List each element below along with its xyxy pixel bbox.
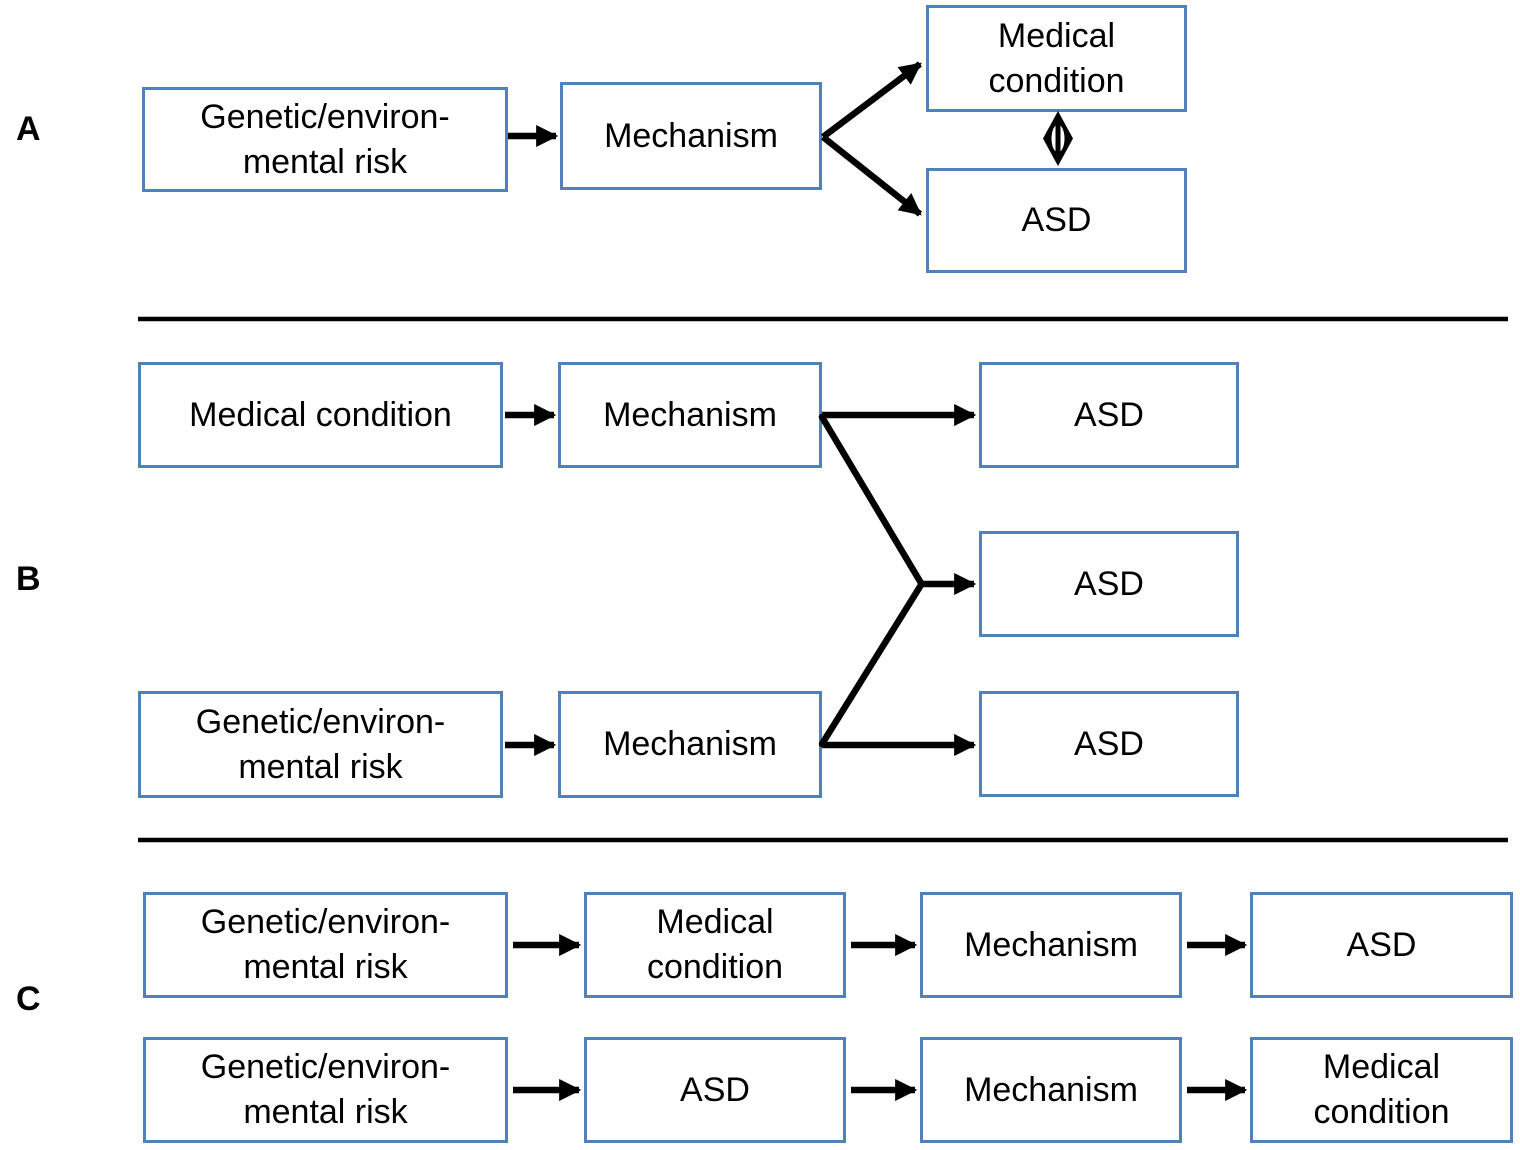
panel-b-label: B: [16, 560, 41, 598]
arrow-a-mechanism-to-medical: [821, 61, 922, 140]
panel-a-risk-box: Genetic/environ- mental risk: [142, 87, 508, 192]
arrow-a-mechanism-to-asd: [820, 134, 923, 217]
panel-a-medical-condition-box: Medical condition: [926, 5, 1187, 112]
panel-c-row2-medical-condition-box: Medical condition: [1250, 1037, 1513, 1143]
panel-c-row2-asd-box: ASD: [584, 1037, 846, 1143]
panel-b-asd-bottom-box: ASD: [979, 691, 1239, 797]
panel-b-asd-middle-box: ASD: [979, 531, 1239, 637]
panel-b-mechanism-bottom-box: Mechanism: [558, 691, 822, 798]
double-arrow-diamond: [1043, 111, 1073, 166]
panel-b-medical-condition-box: Medical condition: [138, 362, 503, 468]
double-arrow-a-medical-asd: [1043, 111, 1073, 166]
panel-c-label: C: [16, 980, 41, 1018]
panel-c-row1-mechanism-box: Mechanism: [920, 892, 1182, 998]
panel-a-label: A: [16, 110, 41, 148]
panel-c-row2-risk-box: Genetic/environ- mental risk: [143, 1037, 508, 1143]
panel-c-row2-mechanism-box: Mechanism: [920, 1037, 1182, 1143]
double-arrow-notch: [1051, 124, 1065, 153]
panel-a-asd-box: ASD: [926, 168, 1187, 273]
panel-a-mechanism-box: Mechanism: [560, 82, 822, 190]
panel-c-row1-asd-box: ASD: [1250, 892, 1513, 998]
panel-c-row1-risk-box: Genetic/environ- mental risk: [143, 892, 508, 998]
panel-b-mechanism-top-box: Mechanism: [558, 362, 822, 468]
link-b-mechanism-bottom-to-junction: [818, 581, 925, 748]
link-b-mechanism-top-to-junction: [818, 413, 925, 587]
panel-b-asd-top-box: ASD: [979, 362, 1239, 468]
panel-b-risk-box: Genetic/environ- mental risk: [138, 691, 503, 798]
panel-c-row1-medical-condition-box: Medical condition: [584, 892, 846, 998]
